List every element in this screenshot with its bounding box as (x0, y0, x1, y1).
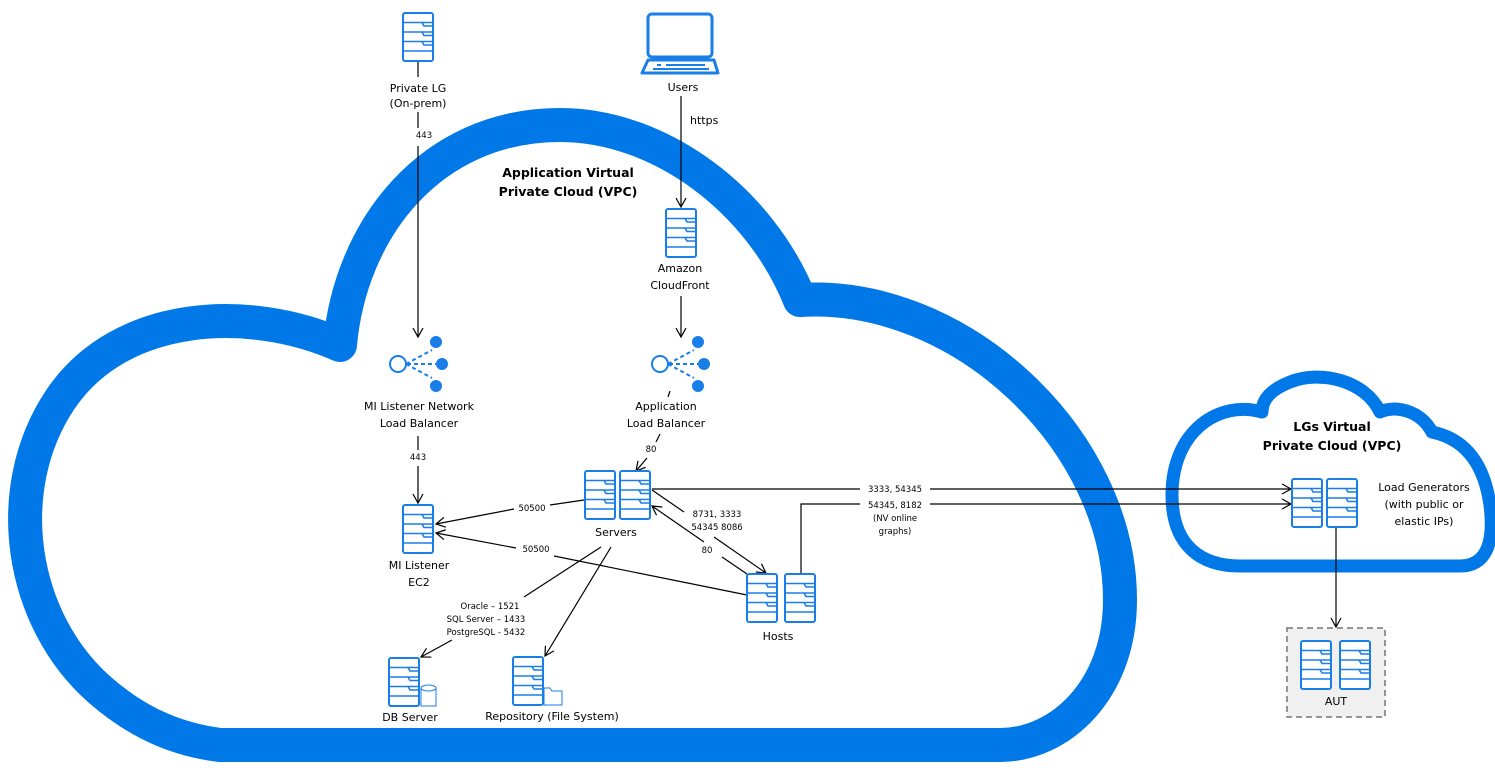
conn-servers-to-ec2-b (434, 508, 515, 528)
private-lg-label-1: Private LG (390, 82, 447, 95)
server-icon (402, 12, 434, 62)
conn-hosts-to-servers-label: 80 (702, 546, 713, 556)
conn-alb-line-top (655, 433, 661, 443)
conn-hosts-to-servers-b (650, 505, 705, 543)
conn-servers-to-db-b (419, 639, 453, 658)
app-vpc-title-line1: Application Virtual (502, 165, 634, 180)
node-repository[interactable]: Repository (File System) (485, 656, 619, 723)
node-servers[interactable]: Servers (584, 470, 651, 539)
conn-users-to-cloudfront-label: https (690, 114, 719, 127)
server-icon (402, 504, 434, 554)
node-db-server[interactable]: DB Server (382, 657, 438, 724)
repository-label: Repository (File System) (485, 710, 619, 723)
mi-ec2-label-2: EC2 (408, 576, 430, 589)
server-icon (746, 573, 778, 623)
conn-alb-to-servers (635, 457, 648, 472)
db-server-label: DB Server (382, 711, 438, 724)
server-icon (512, 656, 544, 706)
server-icon (619, 470, 651, 520)
cloudfront-label-1: Amazon (658, 262, 702, 275)
database-icon (420, 684, 437, 707)
alb-label-2: Load Balancer (627, 417, 706, 430)
load-generators-label-3: elastic IPs) (1395, 515, 1454, 528)
load-generators-label-1: Load Generators (1378, 481, 1470, 494)
server-icon (665, 208, 697, 258)
node-load-generators[interactable]: Load Generators (with public or elastic … (1291, 478, 1470, 528)
node-aut[interactable]: AUT (1300, 640, 1371, 708)
node-users[interactable]: Users (640, 12, 720, 94)
conn-servers-to-repo (544, 546, 612, 658)
server-icon (584, 470, 616, 520)
conn-servers-to-ec2-a (549, 499, 585, 506)
cloudfront-label-2: CloudFront (650, 279, 710, 292)
conn-hosts-to-ec2-a (553, 555, 748, 596)
server-icon (1300, 640, 1332, 690)
app-vpc-title-line2: Private Cloud (VPC) (499, 184, 638, 199)
alb-label-1: Application (635, 400, 696, 413)
conn-servers-to-db-label-2: SQL Server – 1433 (447, 615, 526, 625)
conn-hosts-to-servers-a (721, 556, 748, 575)
conn-private-lg-to-nlb-label: 443 (416, 131, 432, 141)
conn-servers-to-db-a (523, 546, 602, 598)
mi-nlb-label-1: MI Listener Network (364, 400, 475, 413)
node-mi-listener-ec2[interactable]: MI Listener EC2 (389, 504, 450, 589)
conn-servers-to-lg-label: 3333, 54345 (868, 485, 922, 495)
node-private-lg[interactable]: Private LG (On-prem) (390, 12, 447, 110)
lg-vpc-title-line1: LGs Virtual (1293, 419, 1371, 434)
conn-hosts-to-lg-label-1: 54345, 8182 (868, 501, 922, 511)
conn-servers-to-hosts-b (713, 536, 768, 574)
load-balancer-icon (651, 335, 711, 393)
conn-servers-to-db-label-1: Oracle – 1521 (461, 602, 520, 612)
load-balancer-icon (389, 335, 449, 393)
conn-hosts-to-lg-a (800, 503, 860, 573)
node-mi-listener-nlb[interactable]: MI Listener Network Load Balancer (364, 335, 475, 430)
conn-hosts-to-ec2-b (434, 529, 517, 549)
laptop-icon (640, 12, 720, 75)
node-application-lb[interactable]: Application Load Balancer (627, 335, 711, 430)
conn-servers-to-db-label-3: PostgreSQL - 5432 (447, 628, 526, 638)
folder-icon (543, 687, 563, 706)
users-label: Users (668, 81, 699, 94)
mi-nlb-label-2: Load Balancer (380, 417, 459, 430)
conn-servers-to-hosts-a (651, 489, 685, 513)
private-lg-label-2: (On-prem) (390, 97, 447, 110)
conn-hosts-to-ec2-label: 50500 (522, 545, 549, 555)
server-icon (1326, 478, 1358, 528)
conn-hosts-to-lg-label-2: (NV online (873, 514, 917, 524)
app-vpc-cloud (8, 108, 1137, 762)
lg-vpc-title-line2: Private Cloud (VPC) (1263, 438, 1402, 453)
server-icon (1339, 640, 1371, 690)
alb-stem (667, 390, 671, 398)
conn-alb-to-servers-label: 80 (646, 445, 657, 455)
server-icon (388, 657, 420, 707)
load-generators-label-2: (with public or (1385, 498, 1464, 511)
mi-ec2-label-1: MI Listener (389, 559, 450, 572)
conn-nlb-to-ec2-label: 443 (410, 453, 426, 463)
conn-servers-to-hosts-label-2: 54345 8086 (691, 523, 742, 533)
lg-vpc-cloud (1165, 370, 1495, 573)
conn-hosts-to-lg-label-3: graphs) (879, 527, 912, 537)
servers-label: Servers (595, 526, 637, 539)
node-hosts[interactable]: Hosts (746, 573, 816, 643)
conn-servers-to-hosts-label-1: 8731, 3333 (693, 510, 742, 520)
server-icon (1291, 478, 1323, 528)
conn-servers-to-ec2-label: 50500 (518, 504, 545, 514)
hosts-label: Hosts (763, 630, 794, 643)
aut-label: AUT (1325, 695, 1348, 708)
node-cloudfront[interactable]: Amazon CloudFront (650, 208, 710, 292)
server-icon (784, 573, 816, 623)
